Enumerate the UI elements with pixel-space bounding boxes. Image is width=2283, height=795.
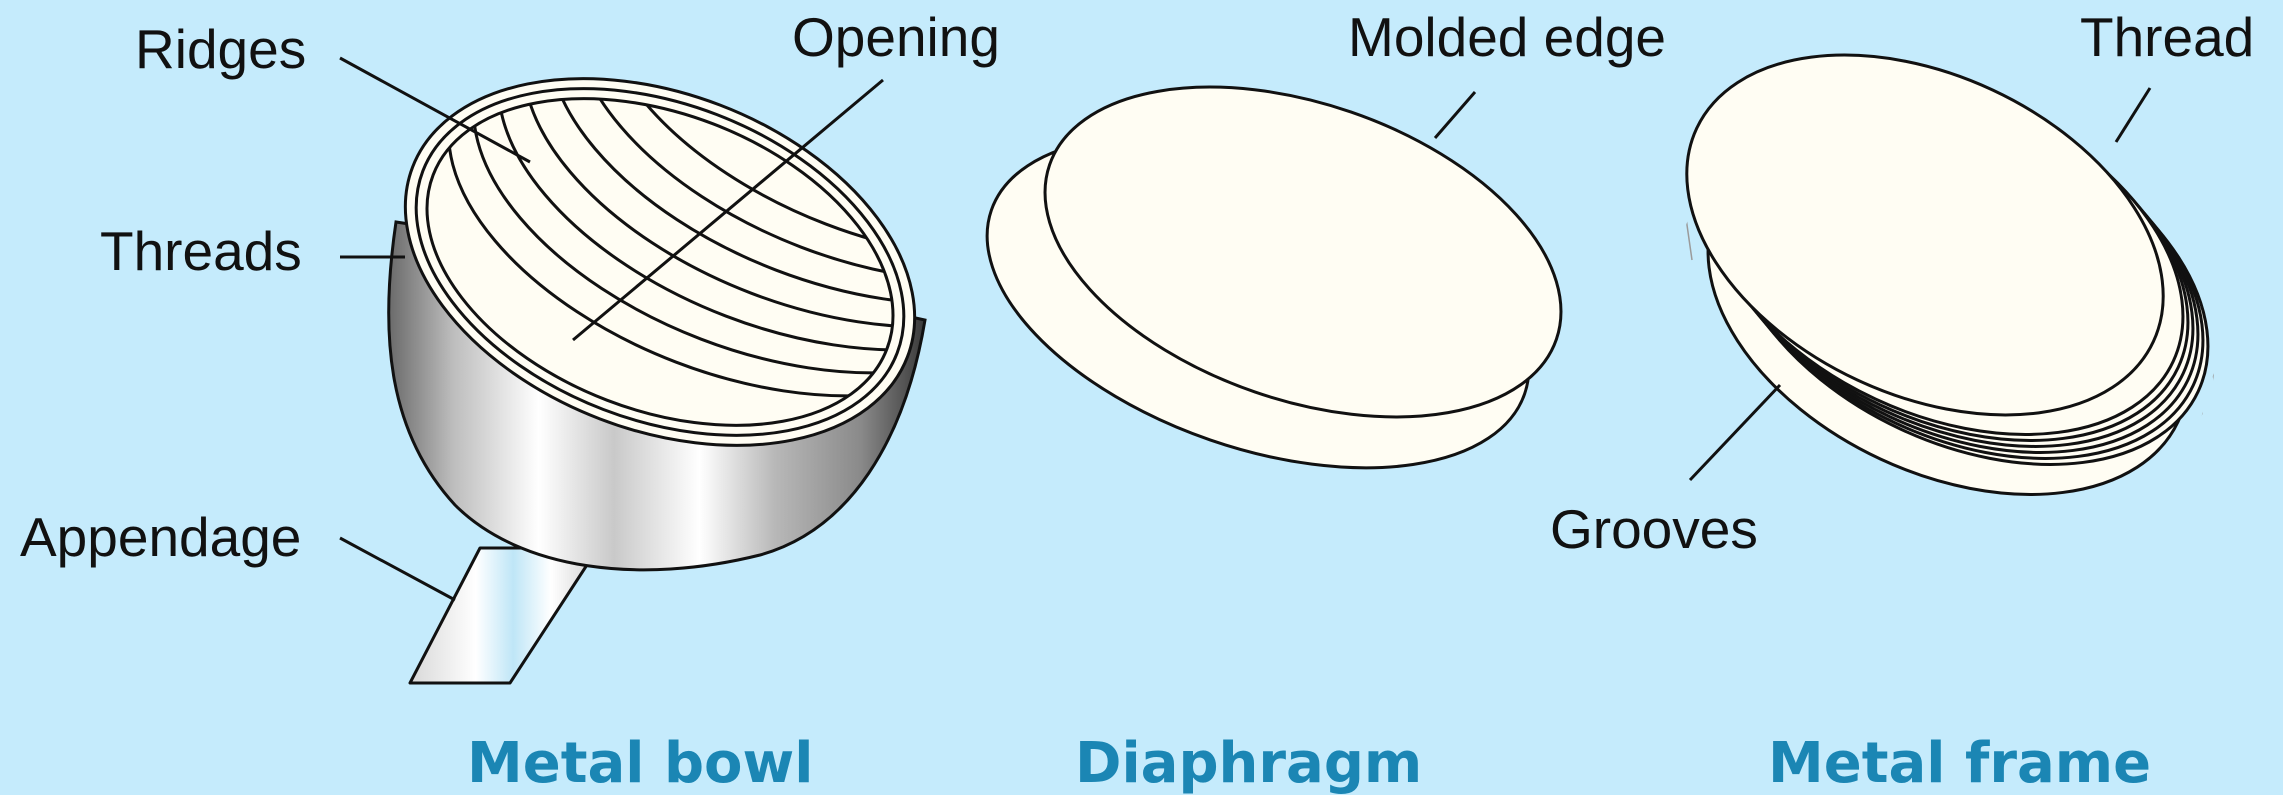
appendage-stem (410, 548, 598, 683)
caption-diaphragm: Diaphragm (1075, 731, 1422, 795)
label-molded-edge: Molded edge (1348, 6, 1666, 68)
caption-metal-frame: Metal frame (1768, 731, 2151, 795)
label-threads: Threads (100, 220, 302, 282)
label-thread: Thread (2080, 6, 2254, 68)
diaphragm (944, 25, 1605, 532)
label-opening: Opening (792, 6, 1000, 68)
metal-frame (1629, 0, 2266, 566)
label-appendage: Appendage (20, 506, 301, 568)
label-ridges: Ridges (135, 18, 306, 80)
label-grooves: Grooves (1550, 498, 1758, 560)
caption-metal-bowl: Metal bowl (467, 731, 813, 795)
